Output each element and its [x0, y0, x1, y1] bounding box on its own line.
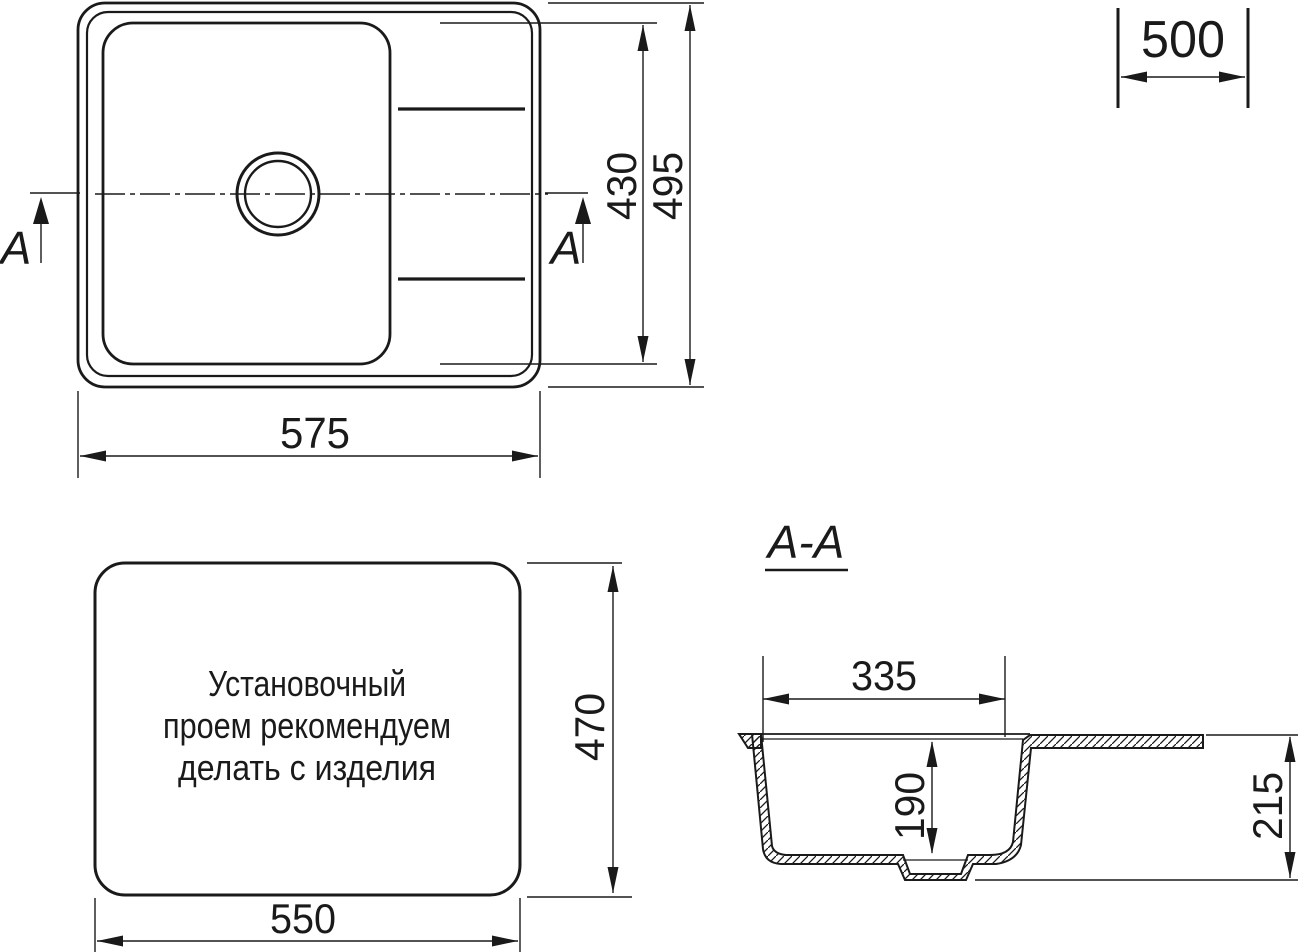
arrow-head — [1284, 852, 1296, 878]
section-arrow-head-right — [575, 197, 591, 224]
dim-550-label: 550 — [270, 895, 336, 942]
dim-215-label: 215 — [1244, 772, 1291, 840]
arrow-head — [684, 359, 696, 385]
arrow-head — [512, 450, 538, 462]
arrow-head — [637, 25, 649, 51]
section-marker-right: A — [545, 192, 591, 274]
arrow-head — [492, 935, 518, 947]
dim-190: 190 — [886, 741, 938, 854]
cutout-note-line3: делать с изделия — [178, 747, 436, 788]
arrow-head — [607, 867, 619, 893]
cutout-note-line1: Установочный — [208, 663, 406, 704]
cutout-outline — [93, 561, 522, 897]
section-letter-right: A — [548, 222, 582, 274]
sink-outer-outline — [76, 1, 542, 389]
dim-470: 470 — [527, 562, 632, 898]
arrow-head — [1219, 71, 1245, 83]
arrow-head — [97, 935, 123, 947]
dim-500-label: 500 — [1141, 11, 1225, 69]
arrow-head — [80, 450, 106, 462]
cutout-view: Установочный проем рекомендуем делать с … — [93, 561, 632, 952]
dim-495-label: 495 — [644, 152, 691, 220]
arrow-head — [979, 693, 1005, 705]
section-view: A-A 335 190 — [737, 516, 1298, 881]
section-letter-left: A — [0, 222, 31, 274]
dim-190-label: 190 — [886, 772, 933, 840]
dim-430-label: 430 — [598, 152, 645, 220]
arrow-head — [684, 5, 696, 31]
top-view: A A 575 430 — [0, 1, 704, 478]
dim-335-label: 335 — [851, 652, 917, 699]
dim-470-label: 470 — [566, 693, 613, 761]
arrow-head — [763, 693, 789, 705]
dim-500: 500 — [1116, 8, 1250, 108]
arrow-head — [1121, 71, 1147, 83]
dim-335: 335 — [762, 652, 1006, 742]
arrow-head — [607, 566, 619, 592]
arrow-head — [926, 828, 938, 854]
dim-575: 575 — [77, 391, 541, 478]
section-marker-left: A — [0, 192, 80, 274]
section-arrow-head-left — [33, 197, 49, 224]
section-body — [750, 733, 1204, 881]
sink-rim-outline — [85, 10, 534, 378]
dim-550: 550 — [94, 895, 521, 952]
dim-575-label: 575 — [280, 409, 350, 458]
dim-495: 495 — [548, 2, 704, 388]
dim-430: 430 — [440, 22, 657, 365]
arrow-head — [637, 336, 649, 362]
section-title: A-A — [765, 516, 845, 568]
arrow-head — [1284, 736, 1296, 762]
cutout-note-line2: проем рекомендуем — [163, 705, 451, 746]
arrow-head — [926, 741, 938, 767]
dim-215: 215 — [975, 734, 1298, 881]
